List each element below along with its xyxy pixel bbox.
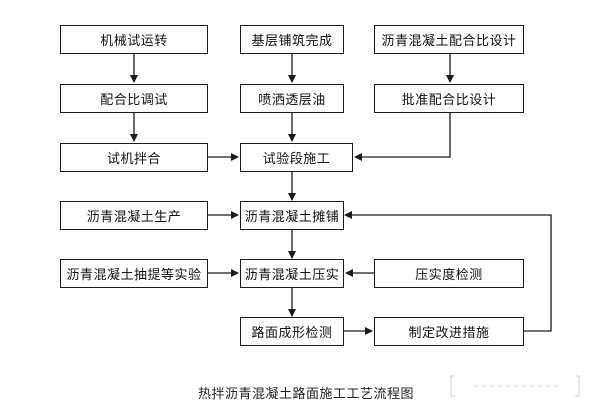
node-approve-mix: 批准配合比设计 [374,84,524,113]
node-mix-debug: 配合比调试 [60,84,208,113]
node-prime-coat: 喷洒透层油 [240,84,344,113]
node-density-test: 压实度检测 [374,259,524,288]
corner-bracket-mark [450,375,580,397]
diagram-caption: 热拌沥青混凝土路面施工工艺流程图 [197,387,414,402]
node-trial-mixing: 试机拌合 [60,143,208,172]
node-surface-test: 路面成形检测 [240,317,344,346]
node-trial-section: 试验段施工 [240,143,353,172]
node-machine-test: 机械试运转 [60,25,208,54]
node-base-paving: 基层铺筑完成 [240,25,344,54]
arrow-improvement-feedback-to-spreading [344,211,552,332]
node-production: 沥青混凝土生产 [60,201,208,230]
node-spreading: 沥青混凝土摊铺 [240,201,344,230]
node-sampling-test: 沥青混凝土抽提等实验 [60,259,208,288]
node-mix-design: 沥青混凝土配合比设计 [374,25,524,54]
node-improvement: 制定改进措施 [374,317,524,346]
arrow-approve-to-trialsection [354,113,451,161]
node-compaction: 沥青混凝土压实 [240,259,344,288]
